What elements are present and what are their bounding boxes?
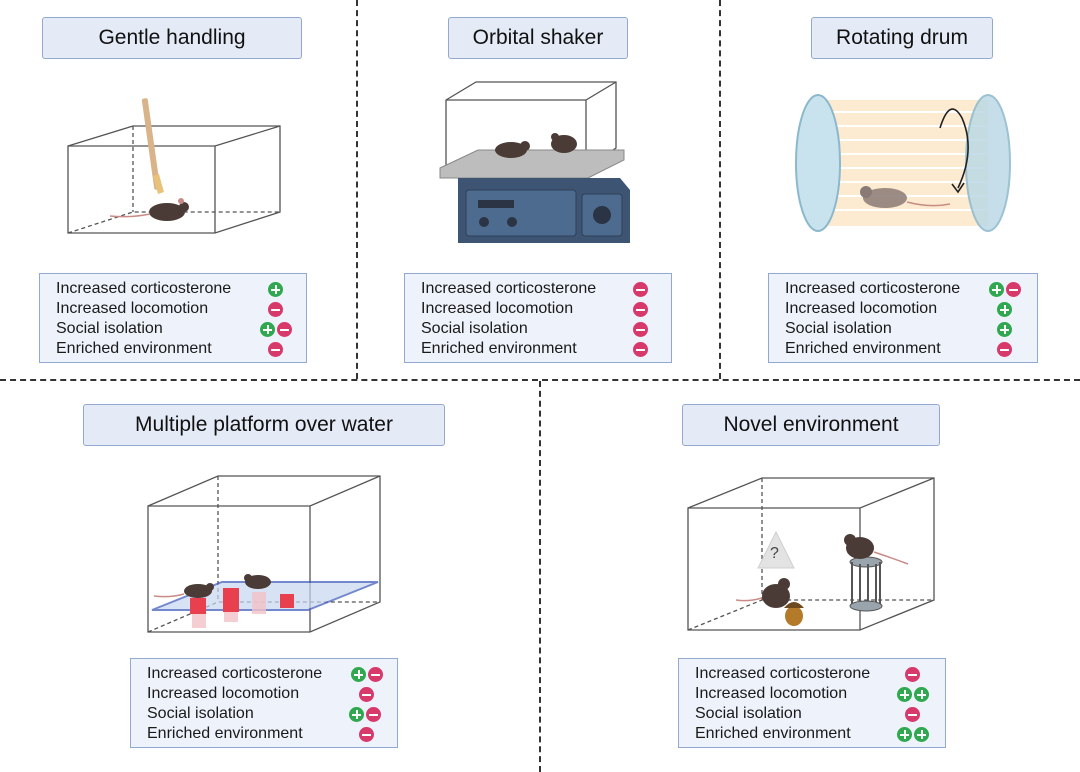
effect-signs	[997, 322, 1012, 337]
effects-table-multiple-platform: Increased corticosterone Increased locom…	[130, 658, 398, 748]
orbital-shaker-illustration	[439, 81, 630, 243]
effect-signs	[351, 667, 383, 682]
effect-signs	[633, 302, 648, 317]
panel-title-gentle-handling: Gentle handling	[42, 17, 302, 59]
effect-signs	[897, 687, 929, 702]
plus-icon	[914, 727, 929, 742]
effect-row: Social isolation	[405, 319, 671, 339]
panel-title-multiple-platform: Multiple platform over water	[83, 404, 445, 446]
effect-row: Increased corticosterone	[40, 279, 306, 299]
plus-icon	[349, 707, 364, 722]
effect-signs	[905, 707, 920, 722]
plus-icon	[897, 687, 912, 702]
minus-icon	[368, 667, 383, 682]
effect-signs	[989, 282, 1021, 297]
plus-icon	[268, 282, 283, 297]
minus-icon	[997, 342, 1012, 357]
plus-icon	[997, 302, 1012, 317]
effect-signs	[905, 667, 920, 682]
effect-row: Increased locomotion	[40, 299, 306, 319]
multiple-platform-illustration	[147, 475, 381, 633]
effect-row: Enriched environment	[679, 724, 945, 744]
effect-row: Social isolation	[131, 704, 397, 724]
vertical-divider-bottom	[539, 381, 541, 772]
plus-icon	[997, 322, 1012, 337]
minus-icon	[277, 322, 292, 337]
effect-row: Social isolation	[679, 704, 945, 724]
effect-signs	[897, 727, 929, 742]
plus-icon	[914, 687, 929, 702]
effect-row: Social isolation	[40, 319, 306, 339]
minus-icon	[633, 342, 648, 357]
effect-signs	[268, 282, 283, 297]
effect-row: Increased corticosterone	[769, 279, 1037, 299]
gentle-handling-illustration	[67, 98, 281, 234]
vertical-divider-top-left	[356, 0, 358, 379]
effect-row: Increased locomotion	[131, 684, 397, 704]
effects-table-novel-environment: Increased corticosterone Increased locom…	[678, 658, 946, 748]
effect-row: Enriched environment	[131, 724, 397, 744]
minus-icon	[268, 302, 283, 317]
effect-signs	[997, 302, 1012, 317]
vertical-divider-top-right	[719, 0, 721, 379]
minus-icon	[268, 342, 283, 357]
minus-icon	[905, 707, 920, 722]
effects-table-rotating-drum: Increased corticosterone Increased locom…	[768, 273, 1038, 363]
effect-row: Increased corticosterone	[405, 279, 671, 299]
minus-icon	[1006, 282, 1021, 297]
effect-signs	[268, 302, 283, 317]
plus-icon	[260, 322, 275, 337]
minus-icon	[905, 667, 920, 682]
question-mark: ?	[770, 545, 779, 562]
effect-row: Increased locomotion	[769, 299, 1037, 319]
effect-row: Enriched environment	[769, 339, 1037, 359]
effects-table-gentle-handling: Increased corticosterone Increased locom…	[39, 273, 307, 363]
plus-icon	[351, 667, 366, 682]
minus-icon	[633, 302, 648, 317]
minus-icon	[633, 322, 648, 337]
panel-title-novel-environment: Novel environment	[682, 404, 940, 446]
minus-icon	[633, 282, 648, 297]
effects-table-orbital-shaker: Increased corticosterone Increased locom…	[404, 273, 672, 363]
horizontal-divider	[0, 379, 1080, 381]
effect-signs	[997, 342, 1012, 357]
panel-title-rotating-drum: Rotating drum	[811, 17, 993, 59]
effect-row: Enriched environment	[40, 339, 306, 359]
plus-icon	[897, 727, 912, 742]
plus-icon	[989, 282, 1004, 297]
effect-signs	[268, 342, 283, 357]
effect-row: Increased locomotion	[405, 299, 671, 319]
effect-signs	[633, 322, 648, 337]
effect-row: Increased corticosterone	[679, 664, 945, 684]
effect-row: Increased locomotion	[679, 684, 945, 704]
effect-row: Increased corticosterone	[131, 664, 397, 684]
effect-row: Social isolation	[769, 319, 1037, 339]
effect-signs	[633, 282, 648, 297]
effect-signs	[349, 707, 381, 722]
effect-signs	[633, 342, 648, 357]
minus-icon	[359, 687, 374, 702]
effect-signs	[359, 727, 374, 742]
minus-icon	[366, 707, 381, 722]
effect-row: Enriched environment	[405, 339, 671, 359]
rotating-drum-illustration	[795, 94, 1011, 232]
panel-title-orbital-shaker: Orbital shaker	[448, 17, 628, 59]
minus-icon	[359, 727, 374, 742]
effect-signs	[260, 322, 292, 337]
novel-environment-illustration	[687, 477, 935, 631]
effect-signs	[359, 687, 374, 702]
